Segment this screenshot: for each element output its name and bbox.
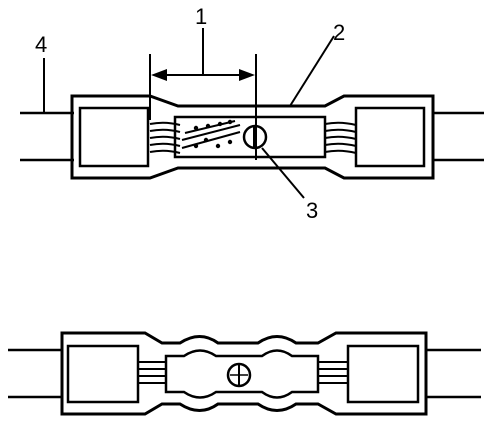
crimped-connector-assembly bbox=[8, 331, 481, 416]
crimped-metal-barrel bbox=[164, 349, 320, 399]
crimped-inspection-window bbox=[226, 362, 252, 388]
right-sleeve-end bbox=[354, 106, 426, 168]
crimped-right-sleeve-end bbox=[346, 344, 420, 404]
crimped-left-sleeve-end bbox=[66, 344, 140, 404]
callout-3: 3 bbox=[306, 198, 318, 223]
callout-4: 4 bbox=[35, 32, 47, 57]
connector-outer-sleeve bbox=[70, 94, 435, 180]
inserted-wire-strands bbox=[181, 120, 241, 149]
leader-line-2 bbox=[289, 35, 335, 107]
wire-strands-right bbox=[324, 121, 357, 154]
uncrimped-connector-assembly: 1 2 3 4 bbox=[20, 4, 484, 223]
wire-strands-left bbox=[149, 121, 181, 154]
left-sleeve-end bbox=[78, 106, 150, 168]
wire-left bbox=[20, 111, 74, 162]
callout-1: 1 bbox=[195, 4, 207, 29]
crimped-wire-left bbox=[8, 348, 62, 399]
wire-right bbox=[433, 111, 484, 162]
arrow-left bbox=[151, 69, 167, 81]
crimped-wire-right bbox=[426, 348, 481, 399]
callout-2: 2 bbox=[333, 20, 345, 45]
crimped-strands-right bbox=[318, 361, 348, 384]
crimped-outer-sleeve bbox=[60, 331, 428, 416]
crimped-strands-left bbox=[138, 361, 166, 384]
arrow-right bbox=[239, 69, 255, 81]
leader-line-3 bbox=[261, 147, 305, 199]
barrel-dots bbox=[193, 119, 233, 149]
